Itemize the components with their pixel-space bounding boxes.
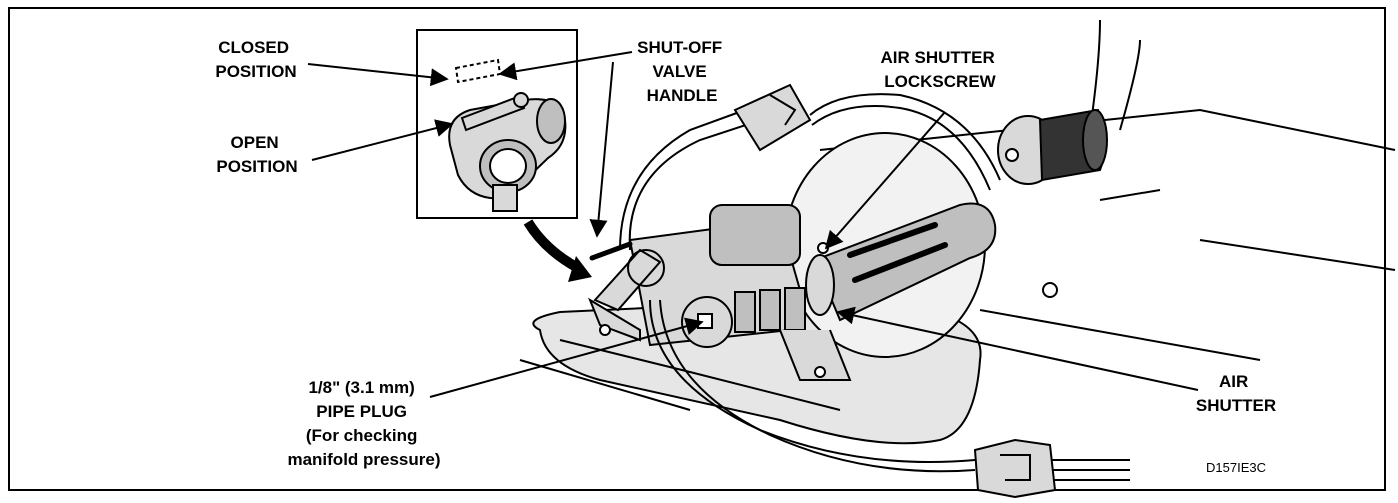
thermostat-disc xyxy=(997,108,1108,185)
wire-connector-top xyxy=(733,83,812,152)
figure-border xyxy=(8,7,1386,491)
inset-detail-box xyxy=(416,29,578,219)
pipe-plug-label: 1/8" (3.1 mm) PIPE PLUG (For checking ma… xyxy=(287,378,440,469)
figure-code: D157IE3C xyxy=(1206,460,1266,475)
wiring xyxy=(619,19,1141,481)
leader-lines xyxy=(307,51,1199,398)
closed-position-label: CLOSED POSITION xyxy=(215,38,296,81)
wire-connector-bottom xyxy=(973,438,1057,499)
shutoff-valve-handle-label: SHUT-OFF VALVE HANDLE xyxy=(637,38,727,105)
air-shutter-label: AIR SHUTTER xyxy=(1196,372,1276,415)
open-position-label: OPEN POSITION xyxy=(216,133,297,176)
air-shutter-lockscrew-label: AIR SHUTTER LOCKSCREW xyxy=(880,48,999,91)
mounting-screw xyxy=(1042,282,1058,298)
combustion-tube xyxy=(784,108,1396,361)
